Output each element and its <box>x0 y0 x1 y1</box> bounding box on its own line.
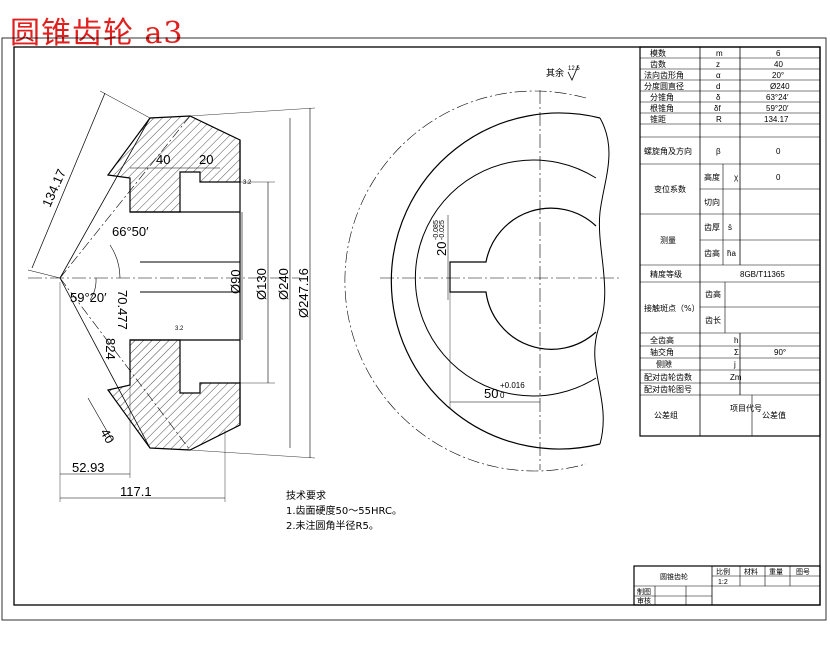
dim-117-1: 117.1 <box>120 484 152 499</box>
svg-text:α: α <box>716 71 721 80</box>
svg-text:齿长: 齿长 <box>705 315 721 325</box>
svg-text:40: 40 <box>774 60 783 69</box>
svg-text:配对齿轮齿数: 配对齿轮齿数 <box>644 372 692 382</box>
svg-text:齿高: 齿高 <box>705 289 721 299</box>
dim-70-477: 70.477 <box>115 290 130 330</box>
dim-824: 824 <box>103 338 118 360</box>
svg-text:轴交角: 轴交角 <box>650 347 674 357</box>
title-block: 圆锥齿轮 比例 1:2 材料 重量 图号 制图 审核 <box>633 565 821 606</box>
dim-52-93: 52.93 <box>72 460 105 475</box>
svg-text:项目代号: 项目代号 <box>730 403 762 413</box>
svg-text:β: β <box>716 147 721 156</box>
svg-text:s̄: s̄ <box>728 223 732 232</box>
keyway-height-tol-up: -0.085 <box>433 220 440 240</box>
technical-requirements: 技术要求 1.齿面硬度50～55HRC。 2.未注圆角半径R5。 <box>286 489 402 534</box>
svg-text:59°20′: 59°20′ <box>766 104 789 113</box>
dim-d90: Ø90 <box>228 269 243 294</box>
svg-text:δf: δf <box>714 104 721 113</box>
lower-section-hatch <box>106 339 241 451</box>
svg-text:公差组: 公差组 <box>654 410 678 420</box>
svg-text:h: h <box>734 336 738 345</box>
svg-text:螺旋角及方向: 螺旋角及方向 <box>644 146 692 156</box>
part-name: 圆锥齿轮 <box>660 572 688 581</box>
keyway-width-tol-up: +0.016 <box>500 381 525 390</box>
svg-text:6: 6 <box>776 49 781 58</box>
svg-text:Ø240: Ø240 <box>770 82 790 91</box>
svg-text:0: 0 <box>776 147 781 156</box>
dim-d130: Ø130 <box>254 268 269 300</box>
dim-angle-59: 59°20′ <box>70 290 107 305</box>
svg-text:齿厚: 齿厚 <box>704 223 720 232</box>
svg-text:制图: 制图 <box>637 587 651 596</box>
roughness-lower: 3.2 <box>175 326 184 332</box>
svg-text:齿高: 齿高 <box>704 248 720 258</box>
end-view: 其余 12.5 20 -0.085 -0.025 50 +0.016 0 <box>344 65 620 472</box>
svg-text:高度: 高度 <box>704 172 720 182</box>
dim-width-20: 20 <box>199 152 213 167</box>
svg-text:63°24′: 63°24′ <box>766 93 789 102</box>
keyway-height-tol-dn: -0.025 <box>439 220 446 240</box>
svg-text:切向: 切向 <box>704 197 720 207</box>
svg-text:χ: χ <box>734 173 739 182</box>
dim-d247: Ø247.16 <box>296 268 311 318</box>
svg-text:全齿高: 全齿高 <box>650 335 674 345</box>
svg-text:接触斑点（%）: 接触斑点（%） <box>644 303 700 313</box>
svg-text:m: m <box>716 49 723 58</box>
dim-width-40: 40 <box>156 152 170 167</box>
keyway-width: 50 <box>484 386 498 401</box>
svg-text:测量: 测量 <box>660 236 676 245</box>
svg-text:δ: δ <box>716 93 721 102</box>
svg-text:侧隙: 侧隙 <box>656 359 672 369</box>
svg-text:20°: 20° <box>772 71 784 80</box>
svg-text:图号: 图号 <box>796 568 810 576</box>
svg-text:j: j <box>733 360 736 369</box>
dim-cone-distance: 134.17 <box>39 167 69 209</box>
svg-text:134.17: 134.17 <box>764 115 789 124</box>
svg-text:h̄a: h̄a <box>727 249 736 258</box>
svg-text:d: d <box>716 82 720 91</box>
svg-text:Zm: Zm <box>730 373 742 382</box>
parameter-table: 模数 m 6 齿数 z 40 法向齿形角 α 20° 分度圆直径 d Ø240 分锥角 δ 63°2… <box>639 46 821 437</box>
svg-text:法向齿形角: 法向齿形角 <box>644 70 684 80</box>
svg-text:根锥角: 根锥角 <box>650 103 674 113</box>
svg-text:锥距: 锥距 <box>650 114 666 124</box>
svg-text:公差值: 公差值 <box>762 410 786 420</box>
svg-text:Σ: Σ <box>734 348 739 357</box>
svg-text:材料: 材料 <box>744 567 758 576</box>
svg-text:0: 0 <box>776 173 781 182</box>
svg-text:精度等级: 精度等级 <box>650 269 682 279</box>
upper-section-hatch <box>106 115 241 213</box>
svg-text:审核: 审核 <box>637 596 651 605</box>
svg-text:重量: 重量 <box>769 568 783 576</box>
section-view: 134.17 40 20 66°50′ 59°20′ 70.477 824 Ø9… <box>27 90 316 502</box>
svg-text:配对齿轮图号: 配对齿轮图号 <box>644 384 692 394</box>
notes-heading: 技术要求 <box>286 491 326 502</box>
svg-text:R: R <box>716 115 722 124</box>
dim-d240: Ø240 <box>276 268 291 300</box>
svg-text:8GB/T11365: 8GB/T11365 <box>740 270 785 279</box>
svg-text:z: z <box>716 60 720 69</box>
svg-text:齿数: 齿数 <box>650 59 666 69</box>
roughness-value: 12.5 <box>568 66 580 72</box>
roughness-note: 其余 <box>546 67 564 79</box>
svg-text:模数: 模数 <box>650 48 666 58</box>
outer-frame <box>1 37 827 621</box>
notes-line-2: 2.未注圆角半径R5。 <box>286 521 379 532</box>
svg-text:分度圆直径: 分度圆直径 <box>644 81 684 91</box>
dim-bottom-40: 40 <box>97 426 117 446</box>
svg-text:1:2: 1:2 <box>718 579 728 586</box>
drawing-title: 圆锥齿轮 a3 <box>10 16 184 51</box>
notes-line-1: 1.齿面硬度50～55HRC。 <box>286 506 402 517</box>
keyway-width-tol-dn: 0 <box>500 391 505 400</box>
keyway-height: 20 <box>434 242 449 256</box>
dim-angle-66: 66°50′ <box>112 224 149 239</box>
svg-text:分锥角: 分锥角 <box>650 92 674 102</box>
svg-text:比例: 比例 <box>716 567 730 576</box>
svg-text:变位系数: 变位系数 <box>654 184 686 194</box>
inner-frame <box>13 46 821 606</box>
svg-text:90°: 90° <box>774 348 786 357</box>
roughness-upper: 3.2 <box>243 180 252 186</box>
